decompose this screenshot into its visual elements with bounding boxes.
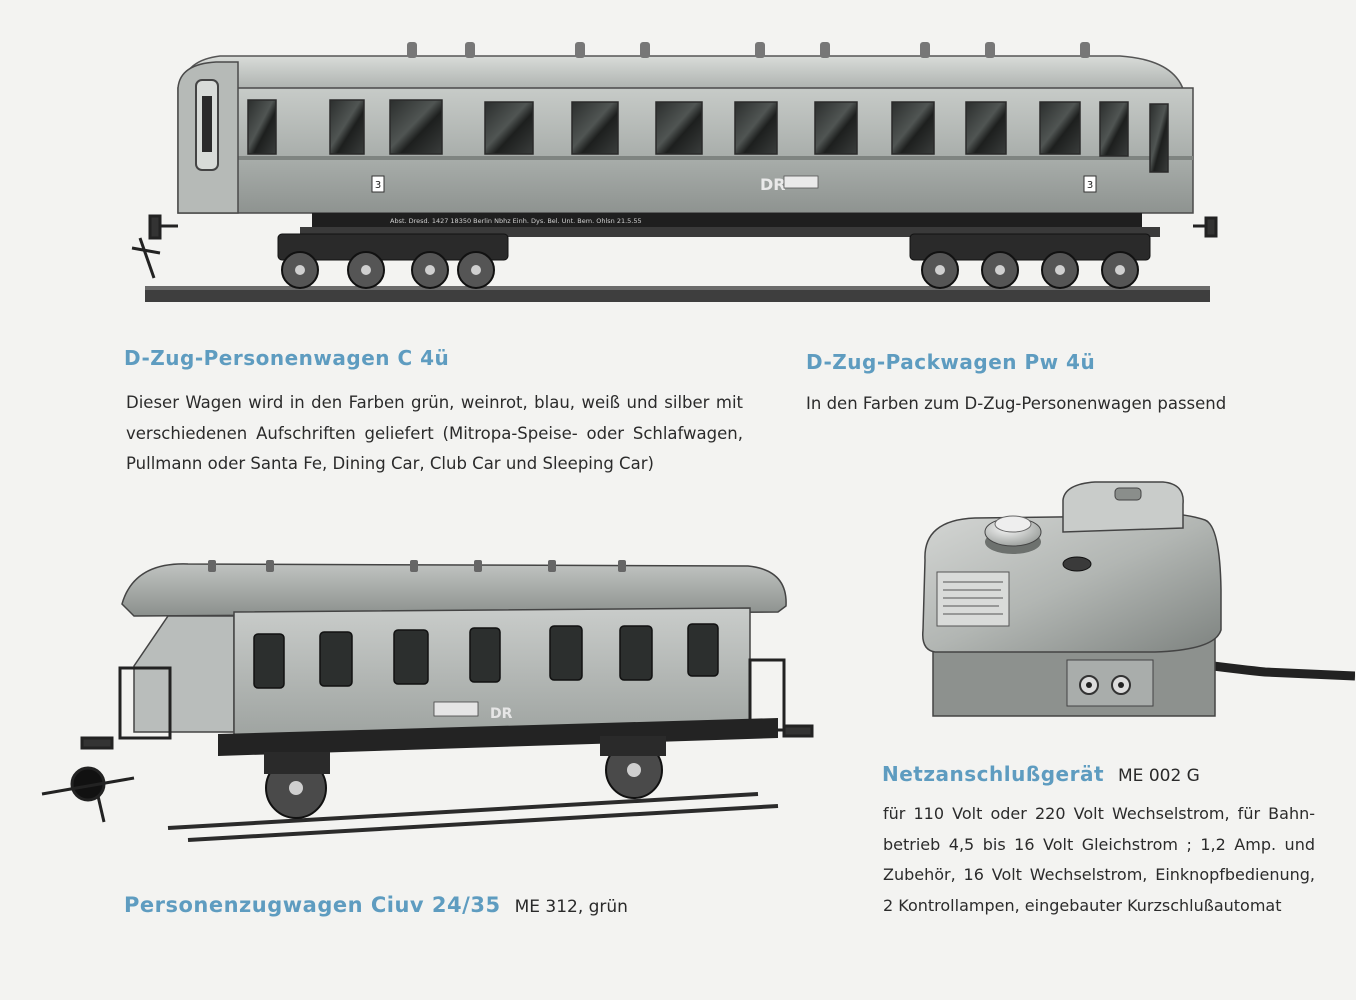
packwagen-line-1: In den Farben zum D-Zug-Personenwagen pa… [806,394,1227,413]
d-zug-packwagen-description: In den Farben zum D-Zug-Personenwagen pa… [806,389,1226,420]
personenzugwagen-model: ME 312, grün [514,897,628,917]
d-zug-personenwagen-illustration: 3 3 DR Abst. Dresd. 1427 18350 Berlin Nb… [131,42,1218,302]
personenzugwagen-heading: Personenzugwagen Ciuv 24/35 ME 312, grün [124,893,628,917]
class-number-right: 3 [1087,180,1093,191]
netzanschlussgeraet-illustration [922,481,1355,717]
netzanschlussgeraet-heading: Netzanschlußgerät ME 002 G [882,762,1200,786]
description-line-1: Dieser Wagen wird in den Farben grün, we… [126,393,743,412]
personenzugwagen-illustration: DR [41,560,814,842]
d-zug-personenwagen-heading: D-Zug-Personenwagen C 4ü [124,346,449,370]
trafo-line-1: für 110 Volt oder 220 Volt Wechselstrom,… [883,804,1315,823]
d-zug-personenwagen-description: Dieser Wagen wird in den Farben grün, we… [126,388,743,480]
d-zug-packwagen-title: D-Zug-Packwagen Pw 4ü [806,350,1096,374]
trafo-line-4: 2 Kontrollampen, eingebauter Kurzschlußa… [883,895,1282,915]
trafo-line-3: Zubehör, 16 Volt Wechselstrom, Einknopfb… [883,865,1315,884]
dr-reporting-mark: DR [760,175,786,194]
description-line-3: Pullmann oder Santa Fe, Dining Car, Club… [126,454,654,473]
trafo-line-2: betrieb 4,5 bis 16 Volt Gleichstrom ; 1,… [883,834,1315,854]
netzanschlussgeraet-title: Netzanschlußgerät [882,762,1105,786]
description-line-2: verschiedenen Aufschriften geliefert (Mi… [126,423,743,443]
underframe-inscription: Abst. Dresd. 1427 18350 Berlin Nbhz Einh… [390,217,642,225]
class-number-left: 3 [375,180,381,191]
d-zug-personenwagen-title: D-Zug-Personenwagen C 4ü [124,346,450,370]
personenzugwagen-title: Personenzugwagen Ciuv 24/35 [124,893,501,917]
netzanschlussgeraet-description: für 110 Volt oder 220 Volt Wechselstrom,… [883,799,1315,921]
personenzugwagen-dr-mark: DR [490,706,513,722]
d-zug-packwagen-heading: D-Zug-Packwagen Pw 4ü [806,350,1095,374]
netzanschlussgeraet-model: ME 002 G [1118,766,1200,786]
